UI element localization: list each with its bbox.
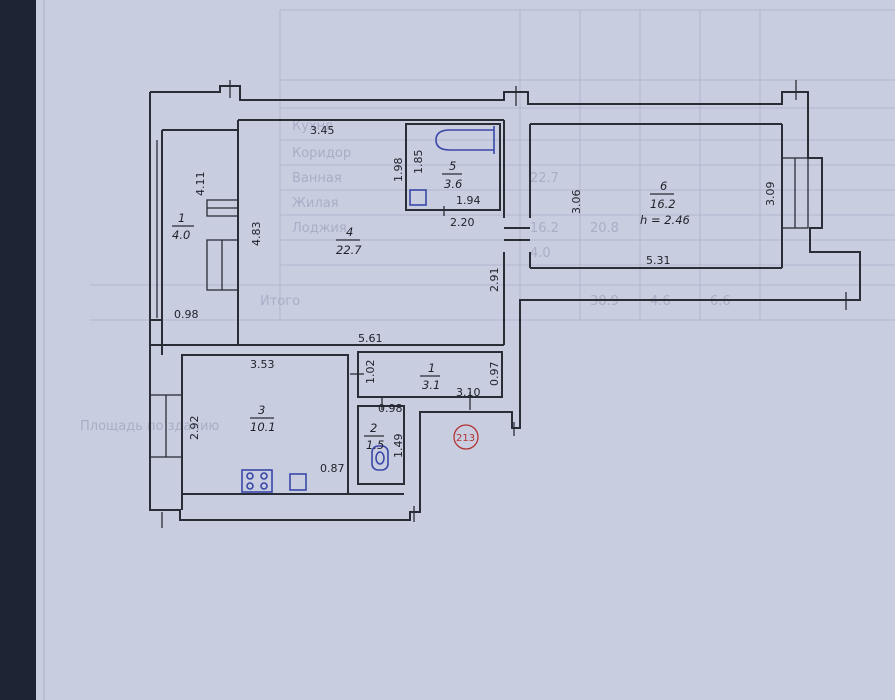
- toilet-icon: [371, 445, 389, 471]
- bg-row-5: Итого: [260, 294, 300, 309]
- windows: [149, 140, 809, 458]
- dim-3: 1.85: [412, 150, 425, 175]
- dim-20: 0.87: [320, 462, 345, 475]
- room-corridor-area: 3.1: [422, 378, 440, 392]
- room-4-id: 4: [346, 225, 353, 239]
- bg-row-0: Кухня: [292, 119, 333, 134]
- dim-13: 3.53: [250, 358, 275, 371]
- kitchen-sink-icon: [289, 473, 307, 491]
- wall-ticks: [161, 80, 847, 528]
- dim-1: 4.11: [194, 172, 207, 197]
- dim-17: 0.98: [378, 402, 403, 415]
- dim-0: 3.45: [310, 124, 335, 137]
- room-5-area: 3.6: [444, 177, 462, 191]
- bg-row-2: Ванная: [292, 171, 342, 186]
- dim-12: 5.61: [358, 332, 383, 345]
- room-4-area: 22.7: [336, 243, 362, 257]
- room-6-area: 16.2: [650, 197, 676, 211]
- ceiling-height: h = 2.46: [640, 213, 690, 227]
- bg-val-3: 38.9: [590, 294, 619, 309]
- sink-icon: [409, 189, 427, 206]
- dim-19: 1.49: [392, 434, 405, 459]
- bg-val-6: 6.6: [710, 294, 731, 309]
- room-2-id: 2: [370, 421, 377, 435]
- bg-row-3: Жилая: [292, 196, 339, 211]
- dim-6: 3.06: [570, 190, 583, 215]
- room-3-area: 10.1: [250, 420, 276, 434]
- scanner-edge: [0, 0, 36, 700]
- inventory-stamp-number: 213: [456, 433, 475, 444]
- dim-18: 2.92: [188, 416, 201, 441]
- dim-14: 1.02: [364, 360, 377, 385]
- room-3-id: 3: [258, 403, 265, 417]
- fixtures: [241, 126, 495, 493]
- outer-walls: [149, 85, 861, 521]
- bg-row-4: Лоджия: [292, 221, 347, 236]
- dim-10: 2.91: [488, 268, 501, 293]
- stove-icon: [241, 469, 273, 493]
- inventory-stamp: 213: [453, 424, 479, 450]
- dimension-labels: 3.45 4.11 1.98 1.85 1.94 2.20 3.06 3.09 …: [174, 124, 777, 475]
- background-table: Кухня Коридор Ванная Жилая Лоджия Итого …: [80, 9, 895, 434]
- dim-7: 3.09: [764, 182, 777, 207]
- dim-16: 3.10: [456, 386, 481, 399]
- dim-11: 5.31: [646, 254, 671, 267]
- room-corridor-id: 1: [428, 361, 435, 375]
- bg-row-1: Коридор: [292, 146, 351, 161]
- dim-2: 1.98: [392, 158, 405, 183]
- room-6-id: 6: [660, 179, 667, 193]
- dim-15: 0.97: [488, 362, 501, 387]
- dim-5: 2.20: [450, 216, 475, 229]
- room-labels: 1 4.0 4 22.7 5 3.6 6 16.2 h = 2.46 1 3.1…: [172, 159, 690, 452]
- dim-8: 4.83: [250, 222, 263, 247]
- bg-val-1: 20.8: [590, 221, 619, 236]
- bathtub-icon: [435, 129, 494, 151]
- dim-4: 1.94: [456, 194, 481, 207]
- room-5-id: 5: [449, 159, 456, 173]
- dim-9: 0.98: [174, 308, 199, 321]
- bg-val-0: 22.7: [530, 171, 559, 186]
- room-1-id: 1: [178, 211, 185, 225]
- bg-val-4: 4.0: [530, 246, 551, 261]
- room-2-area: 1.5: [366, 438, 384, 452]
- room-1-area: 4.0: [172, 228, 190, 242]
- bg-val-5: 4.6: [650, 294, 671, 309]
- bg-val-2: 16.2: [530, 221, 559, 236]
